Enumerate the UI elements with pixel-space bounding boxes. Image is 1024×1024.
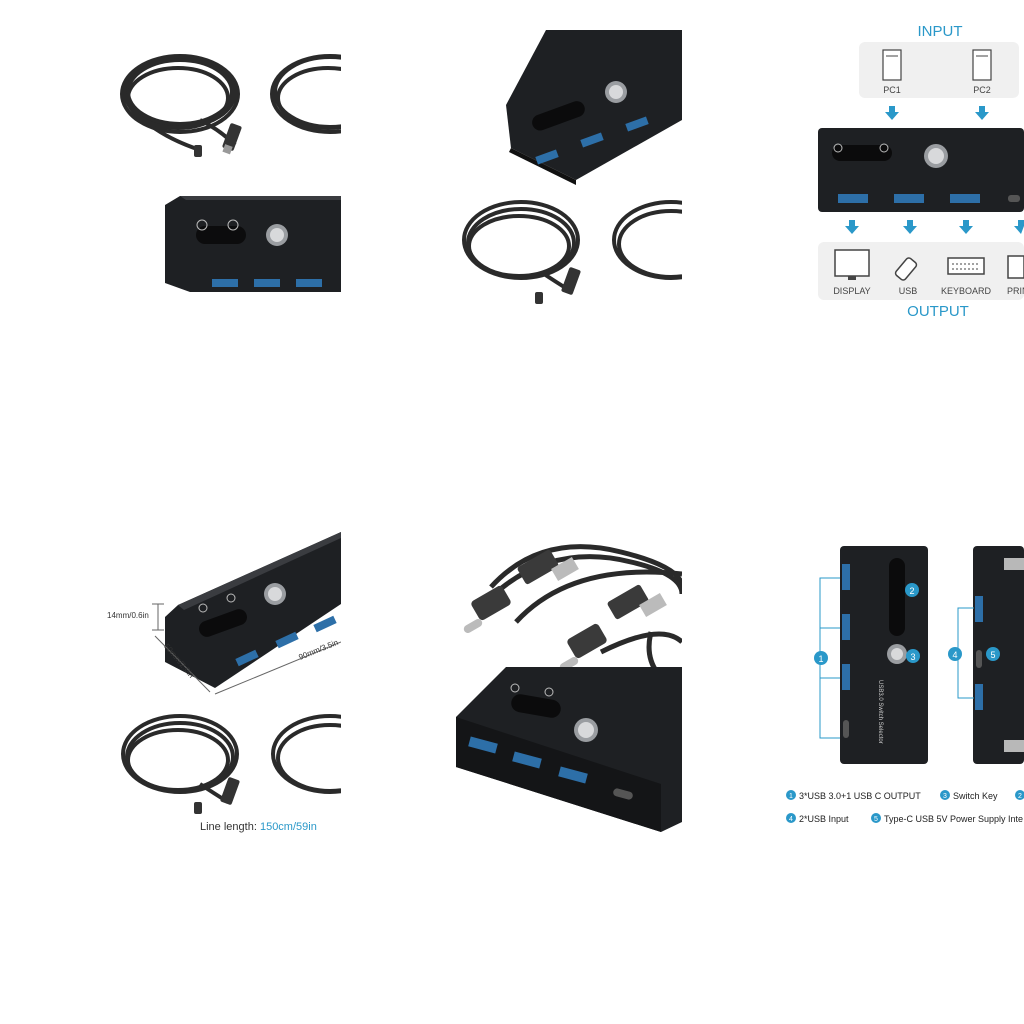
dimensions-image: 14mm/0.6in 50mm/2.0in 90mm/3.5in Line le… [0,512,341,853]
usb-c-plug [194,145,202,157]
callout-marker: 1 [814,651,828,665]
svg-text:4: 4 [789,816,793,823]
line-length-label: Line length: 150cm/59in [200,821,317,833]
callout-marker: 2 [905,583,919,597]
svg-text:2: 2 [1018,793,1022,800]
cable-coil-left [121,714,239,804]
switch-device [456,667,682,832]
legend-item: 2*USB Input [799,814,849,824]
pc2-icon [972,49,992,81]
svg-text:4: 4 [952,650,957,660]
product-image-2 [341,0,682,341]
legend-item: 3*USB 3.0+1 USB C OUTPUT [799,791,921,801]
usb-drive-icon [894,257,918,281]
usb-a-plug [222,123,242,151]
svg-text:2: 2 [909,586,914,596]
switch-device [165,532,341,688]
svg-text:5: 5 [990,650,995,660]
usb-c-plug [463,585,607,671]
usb-a-plug [517,549,667,620]
port-callouts-image: 1 2 3 4 5 1 3*USB 3.0+1 USB C OUTPUT 3 S… [682,512,1024,853]
callout-marker: 4 [948,647,962,661]
switch-device [165,196,341,292]
cable-coil-left [120,54,240,152]
display-icon [834,249,870,280]
product-image-1 [0,0,341,341]
line-length-value: 150cm/59in [260,821,317,833]
printer-icon [1007,255,1024,279]
svg-text:1: 1 [818,654,823,664]
cable-coil-right [271,714,341,794]
product-image-5 [341,512,682,853]
device-label: USB3.0 Switch Selector [877,680,883,744]
switch-device [506,30,682,185]
input-label: PC2 [973,85,991,95]
svg-text:3: 3 [910,652,915,662]
switch-device [818,128,1024,212]
dimension-lines [152,603,341,695]
connection-diagram: INPUT PC1 PC2 [682,0,1024,341]
cable-coil-right [612,200,682,280]
height-dimension: 14mm/0.6in [107,611,149,620]
output-title: OUTPUT [907,303,969,320]
output-label: PRIN [1007,286,1024,296]
legend-item: Switch Key [953,791,998,801]
svg-text:3: 3 [943,793,947,800]
width-dimension: 90mm/3.5in [297,638,339,662]
arrow-down-icon [845,220,1024,234]
cable-coil-left [462,200,580,292]
svg-text:1: 1 [789,793,793,800]
output-label: DISPLAY [833,286,870,296]
callout-marker: 3 [906,649,920,663]
callout-marker: 5 [986,647,1000,661]
arrow-down-icon [885,106,989,120]
keyboard-icon [947,257,985,275]
input-label: PC1 [883,85,901,95]
legend: 1 3*USB 3.0+1 USB C OUTPUT 3 Switch Key … [786,790,1024,824]
legend-item: Type-C USB 5V Power Supply Inte [884,814,1023,824]
output-label: USB [899,286,918,296]
cable-coil-right [270,54,341,134]
pc1-icon [882,49,902,81]
input-title: INPUT [918,23,963,40]
output-label: KEYBOARD [941,286,992,296]
svg-text:5: 5 [874,816,878,823]
switch-device-front [840,546,928,764]
